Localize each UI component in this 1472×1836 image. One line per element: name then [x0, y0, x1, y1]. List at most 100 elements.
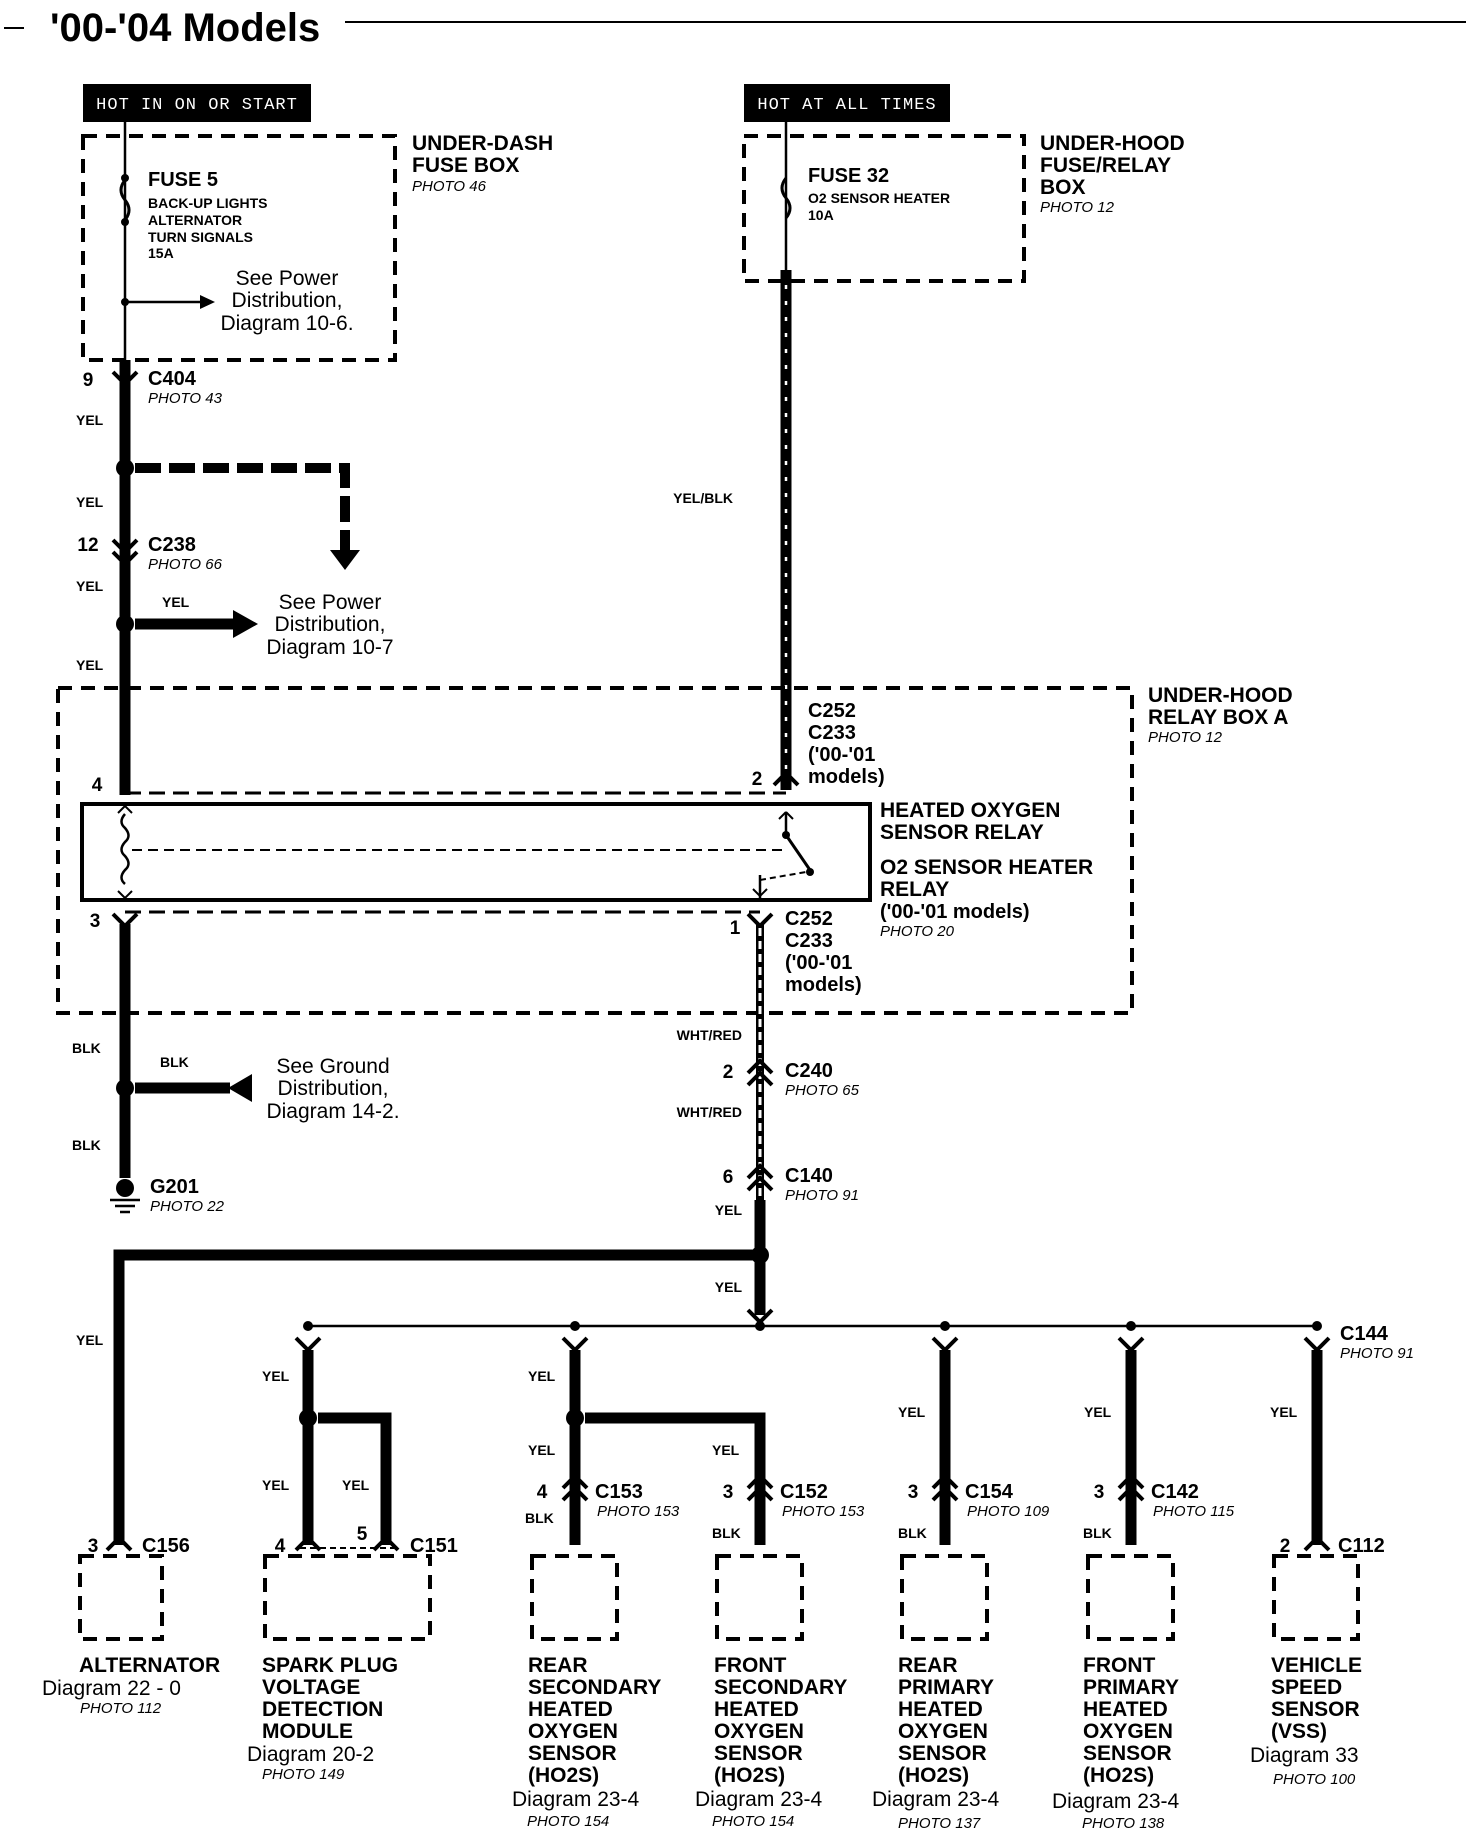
relay-switch-contact	[806, 868, 814, 876]
spark-plug-name-1: SPARK PLUG	[262, 1654, 398, 1677]
rear-secondary-ho2s-box	[530, 1554, 619, 1641]
bus-splice-6	[1312, 1321, 1322, 1331]
c154-name: C154	[965, 1481, 1014, 1503]
relay-coil-icon	[120, 813, 130, 885]
g201-terminal	[116, 1179, 134, 1197]
wire-color-blk-5: BLK	[898, 1525, 927, 1541]
power-dist-1-line2: Distribution,	[232, 289, 343, 312]
alternator-ref: Diagram 22 - 0	[42, 1677, 181, 1700]
relay-pin-2: 2	[752, 769, 763, 790]
relay-name-4: RELAY	[880, 878, 949, 901]
wire-color-yel-7: YEL	[76, 1332, 104, 1348]
relay-top-conn-4: models)	[808, 766, 885, 788]
alternator-box	[78, 1554, 164, 1641]
splice-spark-plug	[299, 1409, 317, 1427]
underdash-box-photo: PHOTO 46	[412, 178, 487, 195]
c152-pin: 3	[723, 1482, 734, 1503]
fuse5-terminal-bottom	[121, 218, 129, 226]
front-secondary-ho2s-box	[715, 1554, 804, 1641]
c151-pin-4: 4	[275, 1536, 286, 1557]
relay-name-2: SENSOR RELAY	[880, 821, 1044, 844]
power-dist-2-line3: Diagram 10-7	[266, 636, 393, 659]
splice-yel-2	[116, 615, 134, 633]
c153-connector-icon	[561, 1473, 589, 1502]
rear-secondary-name-3: HEATED	[528, 1698, 613, 1721]
rear-secondary-name-4: OXYGEN	[528, 1720, 618, 1743]
relay-top-conn-2: C233	[808, 722, 856, 744]
c151-pin-5: 5	[357, 1524, 368, 1545]
drop-connector-4-icon	[1117, 1336, 1145, 1353]
underhood-fuse-relay-box	[742, 134, 1026, 283]
underhood-relay-box-a	[56, 686, 1134, 1015]
c153-pin: 4	[537, 1482, 548, 1503]
front-secondary-name-3: HEATED	[714, 1698, 799, 1721]
power-dist-2-line2: Distribution,	[275, 613, 386, 636]
c152-photo: PHOTO 153	[782, 1503, 865, 1520]
c238-photo: PHOTO 66	[148, 556, 223, 573]
fuse5-circuit-1: BACK-UP LIGHTS	[148, 195, 268, 211]
ground-dist-wire-color: BLK	[160, 1054, 189, 1070]
drop-connector-5-icon	[1303, 1336, 1331, 1353]
relay-name-1: HEATED OXYGEN	[880, 799, 1060, 822]
c151-name: C151	[410, 1535, 458, 1557]
rear-secondary-name-2: SECONDARY	[528, 1676, 661, 1699]
bus-splice-5	[1126, 1321, 1136, 1331]
c156-pin: 3	[88, 1536, 99, 1557]
hot-in-on-start-label: HOT IN ON OR START	[96, 96, 298, 115]
vss-ref: Diagram 33	[1250, 1744, 1359, 1767]
rear-primary-name-3: HEATED	[898, 1698, 983, 1721]
relay-top-conn-1: C252	[808, 700, 856, 722]
c404-pin: 9	[83, 370, 94, 391]
power-dist-1-arrow-icon	[200, 295, 215, 309]
rear-primary-ref: Diagram 23-4	[872, 1788, 1000, 1811]
c404-connector-icon	[111, 370, 139, 387]
rear-primary-ho2s-box	[900, 1554, 989, 1641]
relay-box-name-2: RELAY BOX A	[1148, 706, 1288, 729]
front-secondary-photo: PHOTO 154	[712, 1813, 794, 1830]
bus-splice-2	[570, 1321, 580, 1331]
c140-connector-icon	[746, 1163, 774, 1192]
front-primary-name-6: (HO2S)	[1083, 1764, 1154, 1787]
wire-color-yel-6: YEL	[715, 1279, 743, 1295]
front-secondary-name-5: SENSOR	[714, 1742, 803, 1765]
wire-color-yel-1: YEL	[76, 412, 104, 428]
fuse5-circuit-3: TURN SIGNALS	[148, 229, 253, 245]
front-secondary-name-2: SECONDARY	[714, 1676, 847, 1699]
front-primary-name-4: OXYGEN	[1083, 1720, 1173, 1743]
c142-name: C142	[1151, 1481, 1199, 1503]
c152-name: C152	[780, 1481, 828, 1503]
power-dist-1-line1: See Power	[236, 267, 339, 290]
underdash-box-name-2: FUSE BOX	[412, 154, 519, 177]
underhood-fuse-box-name-2: FUSE/RELAY	[1040, 154, 1171, 177]
wire-color-yel-15: YEL	[1084, 1404, 1112, 1420]
ground-dist-line1: See Ground	[276, 1055, 389, 1078]
spark-plug-name-2: VOLTAGE	[262, 1676, 360, 1699]
fuse32-rating: 10A	[808, 207, 834, 223]
rear-primary-name-5: SENSOR	[898, 1742, 987, 1765]
front-secondary-name-1: FRONT	[714, 1654, 786, 1677]
ground-icon	[110, 1198, 140, 1214]
relay-bottom-conn-2: C233	[785, 930, 833, 952]
wire-color-yel-13: YEL	[712, 1442, 740, 1458]
c238-pin: 12	[77, 535, 98, 556]
c142-photo: PHOTO 115	[1153, 1503, 1235, 1520]
c142-connector-icon	[1117, 1473, 1145, 1502]
wire-color-yel-14: YEL	[898, 1404, 926, 1420]
spark-plug-name-4: MODULE	[262, 1720, 353, 1743]
hot-in-on-start-badge	[83, 84, 311, 122]
alternator-name: ALTERNATOR	[79, 1654, 220, 1677]
fuse32-circuit: O2 SENSOR HEATER	[808, 190, 950, 206]
front-secondary-name-6: (HO2S)	[714, 1764, 785, 1787]
relay-top-conn-3: ('00-'01	[808, 744, 875, 766]
yel-wire-spark-plug-5	[318, 1412, 392, 1545]
rear-secondary-name-5: SENSOR	[528, 1742, 617, 1765]
c144-photo: PHOTO 91	[1340, 1345, 1414, 1362]
underhood-fuse-box-name-3: BOX	[1040, 176, 1086, 199]
front-primary-photo: PHOTO 138	[1082, 1815, 1165, 1832]
power-dist-1-splice	[121, 298, 129, 306]
front-primary-name-3: HEATED	[1083, 1698, 1168, 1721]
wire-color-yel-5: YEL	[715, 1202, 743, 1218]
c140-pin: 6	[723, 1167, 734, 1188]
hot-at-all-times-label: HOT AT ALL TIMES	[757, 96, 936, 115]
c152-connector-icon	[746, 1473, 774, 1502]
